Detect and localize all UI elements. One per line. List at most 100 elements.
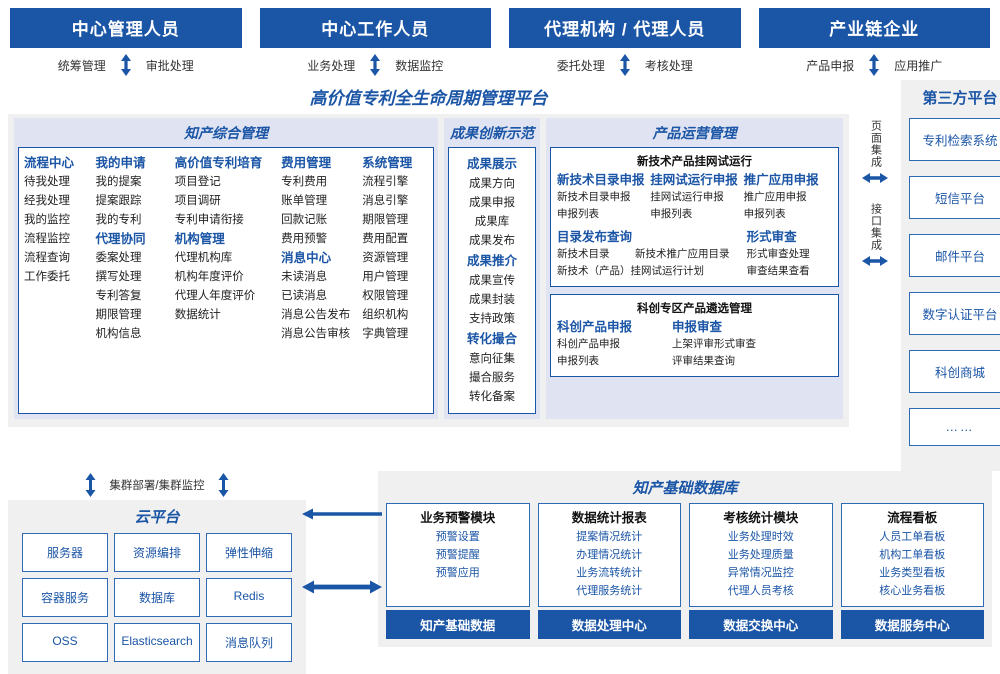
menu-item[interactable]: 新技术推广应用目录: [635, 248, 730, 260]
db-item[interactable]: 办理情况统计: [576, 549, 643, 561]
menu-item[interactable]: 组织机构: [362, 309, 409, 321]
menu-item[interactable]: 挂网试运行申报: [650, 191, 724, 203]
menu-item[interactable]: 字典管理: [362, 328, 409, 340]
menu-item[interactable]: 项目登记: [174, 176, 221, 188]
group-head[interactable]: 费用管理: [281, 156, 332, 170]
menu-item[interactable]: 账单管理: [281, 195, 328, 207]
menu-item[interactable]: 期限管理: [95, 309, 142, 321]
menu-item[interactable]: 成果方向: [469, 178, 515, 190]
db-item[interactable]: 异常情况监控: [727, 567, 794, 579]
db-item[interactable]: 预警提醒: [435, 549, 480, 561]
menu-item[interactable]: 专利答复: [95, 290, 142, 302]
menu-item[interactable]: 形式审查处理: [746, 248, 810, 260]
menu-item[interactable]: 权限管理: [362, 290, 409, 302]
db-item[interactable]: 代理服务统计: [576, 585, 643, 597]
menu-item[interactable]: 撮合服务: [469, 372, 515, 384]
menu-item[interactable]: 意向征集: [469, 353, 515, 365]
menu-item[interactable]: 推广应用申报: [743, 191, 807, 203]
group-head[interactable]: 高价值专利培育: [174, 156, 263, 170]
role-title-0[interactable]: 中心管理人员: [10, 8, 242, 48]
menu-item[interactable]: 成果发布: [469, 235, 515, 247]
group-head[interactable]: 我的申请: [95, 156, 146, 170]
third-party-item-patent-search[interactable]: 专利检索系统: [909, 118, 1000, 161]
cloud-cell-server[interactable]: 服务器: [22, 533, 108, 572]
menu-item[interactable]: 成果库: [474, 216, 510, 228]
db-item[interactable]: 代理人员考核: [727, 585, 794, 597]
menu-item[interactable]: 待我处理: [24, 176, 70, 188]
db-item[interactable]: 预警应用: [435, 567, 480, 579]
menu-item[interactable]: 我的专利: [95, 214, 142, 226]
menu-item[interactable]: 申报列表: [557, 355, 599, 367]
menu-item[interactable]: 成果宣传: [469, 275, 515, 287]
menu-item[interactable]: 回款记账: [281, 214, 328, 226]
db-footer-basic-data[interactable]: 知产基础数据: [386, 610, 530, 639]
menu-item[interactable]: 费用配置: [362, 233, 409, 245]
menu-item[interactable]: 成果封装: [469, 294, 515, 306]
cloud-cell-database[interactable]: 数据库: [114, 578, 200, 617]
group-head[interactable]: 推广应用申报: [743, 173, 819, 187]
db-item[interactable]: 业务处理时效: [727, 531, 794, 543]
menu-item[interactable]: 机构信息: [95, 328, 142, 340]
db-footer-service-center[interactable]: 数据服务中心: [840, 610, 984, 639]
db-item[interactable]: 机构工单看板: [879, 549, 946, 561]
menu-item[interactable]: 专利申请衔接: [174, 214, 244, 226]
menu-item[interactable]: 成果申报: [469, 197, 515, 209]
menu-item[interactable]: 流程监控: [24, 233, 70, 245]
menu-item[interactable]: 上架评审形式审查: [672, 338, 756, 350]
menu-item[interactable]: 项目调研: [174, 195, 221, 207]
menu-item[interactable]: 评审结果查询: [672, 355, 735, 367]
db-footer-processing-center[interactable]: 数据处理中心: [537, 610, 681, 639]
group-head[interactable]: 成果展示: [466, 157, 517, 171]
menu-item[interactable]: 流程查询: [24, 252, 70, 264]
menu-item[interactable]: 申报列表: [557, 208, 599, 220]
group-head[interactable]: 新技术目录申报: [557, 173, 645, 187]
third-party-item-mall[interactable]: 科创商城: [909, 350, 1000, 393]
menu-item[interactable]: 资源管理: [362, 252, 409, 264]
db-item[interactable]: 预警设置: [435, 531, 480, 543]
third-party-item-email[interactable]: 邮件平台: [909, 234, 1000, 277]
db-item[interactable]: 人员工单看板: [879, 531, 946, 543]
group-head[interactable]: 形式审查: [746, 230, 797, 244]
menu-item[interactable]: 新技术目录: [557, 248, 610, 260]
cloud-cell-oss[interactable]: OSS: [22, 623, 108, 662]
menu-item[interactable]: 撰写处理: [95, 271, 142, 283]
third-party-item-sms[interactable]: 短信平台: [909, 176, 1000, 219]
menu-item[interactable]: 代理人年度评价: [174, 290, 256, 302]
menu-item[interactable]: 已读消息: [281, 290, 328, 302]
menu-item[interactable]: 经我处理: [24, 195, 70, 207]
group-head[interactable]: 系统管理: [362, 156, 413, 170]
db-item[interactable]: 业务流转统计: [576, 567, 643, 579]
menu-item[interactable]: 我的监控: [24, 214, 70, 226]
cloud-cell-mq[interactable]: 消息队列: [206, 623, 292, 662]
db-item[interactable]: 业务处理质量: [727, 549, 794, 561]
menu-item[interactable]: 申报列表: [650, 208, 693, 220]
group-head[interactable]: 转化撮合: [466, 332, 517, 346]
db-item[interactable]: 提案情况统计: [576, 531, 643, 543]
menu-item[interactable]: 新技术目录申报: [557, 191, 631, 203]
group-head[interactable]: 成果推介: [466, 254, 517, 268]
menu-item[interactable]: 申报列表: [743, 208, 786, 220]
group-head[interactable]: 目录发布查询: [557, 230, 633, 244]
cloud-cell-container[interactable]: 容器服务: [22, 578, 108, 617]
group-head[interactable]: 代理协同: [95, 232, 146, 246]
group-head[interactable]: 申报审查: [672, 320, 723, 334]
menu-item[interactable]: 审查结果查看: [746, 265, 810, 277]
menu-item[interactable]: 未读消息: [281, 271, 328, 283]
menu-item[interactable]: 消息公告发布: [281, 309, 351, 321]
role-title-2[interactable]: 代理机构 / 代理人员: [509, 8, 741, 48]
db-item[interactable]: 业务类型看板: [879, 567, 946, 579]
group-head[interactable]: 挂网试运行申报: [650, 173, 738, 187]
menu-item[interactable]: 消息公告审核: [281, 328, 351, 340]
cloud-cell-orchestration[interactable]: 资源编排: [114, 533, 200, 572]
menu-item[interactable]: 费用预警: [281, 233, 328, 245]
role-title-3[interactable]: 产业链企业: [758, 8, 990, 48]
menu-item[interactable]: 新技术（产品）挂网试运行计划: [557, 265, 704, 277]
role-title-1[interactable]: 中心工作人员: [259, 8, 491, 48]
menu-item[interactable]: 流程引擎: [362, 176, 409, 188]
third-party-item-more[interactable]: ……: [909, 408, 1000, 446]
group-head[interactable]: 消息中心: [281, 251, 332, 265]
menu-item[interactable]: 工作委托: [24, 271, 70, 283]
menu-item[interactable]: 期限管理: [362, 214, 409, 226]
menu-item[interactable]: 用户管理: [362, 271, 409, 283]
db-item[interactable]: 核心业务看板: [879, 585, 946, 597]
